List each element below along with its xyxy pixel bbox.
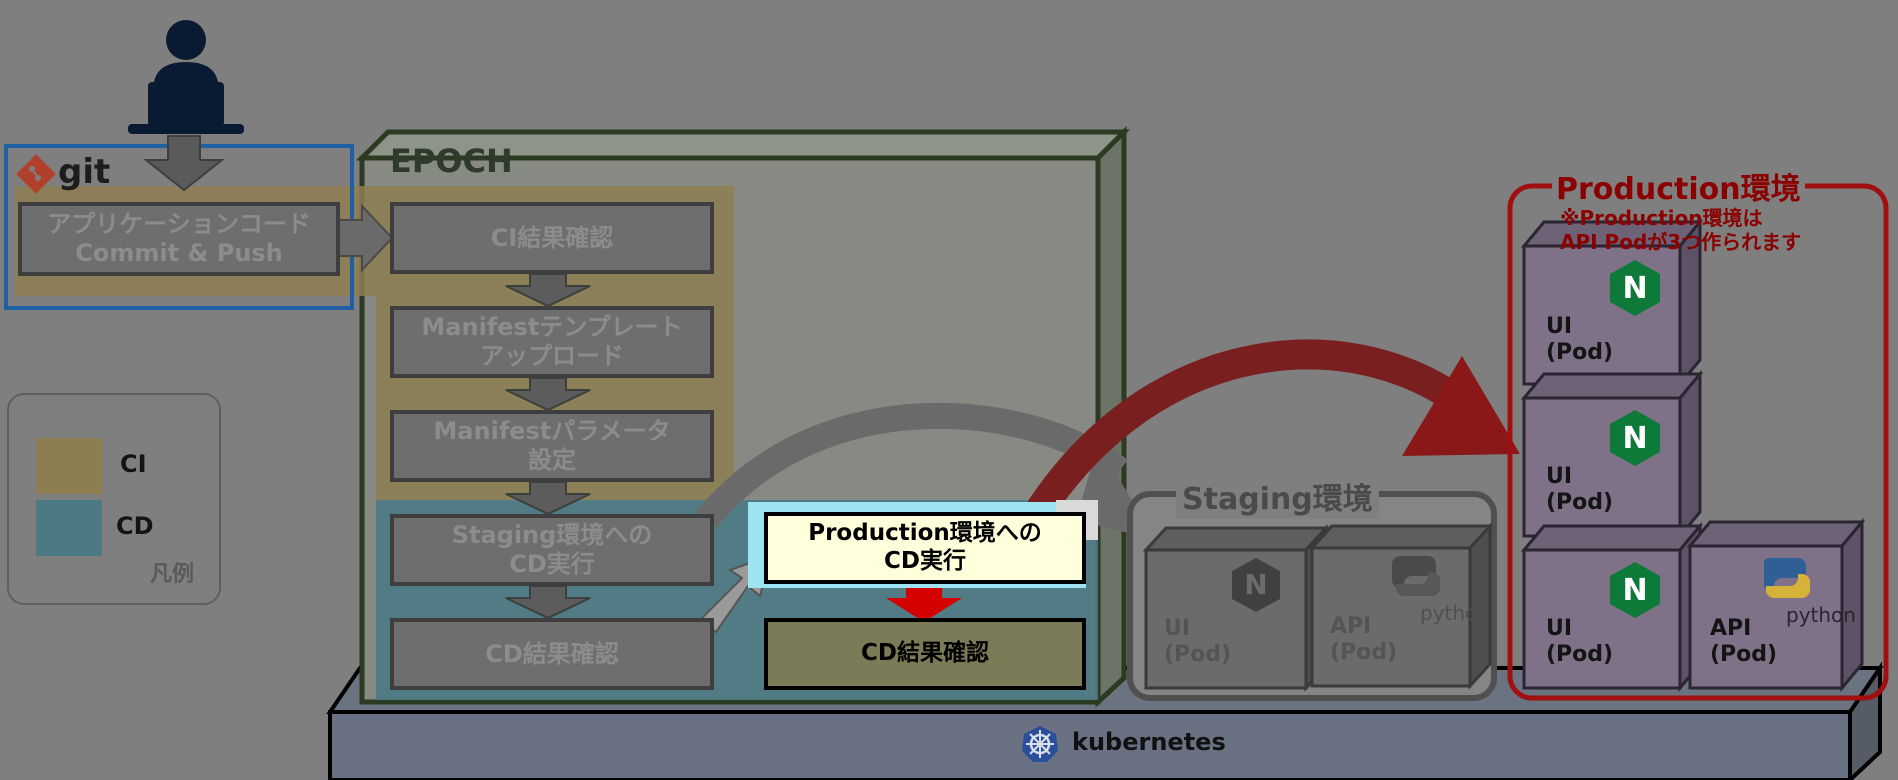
cd-result-arrow <box>886 584 962 622</box>
production-api-python-icon: python <box>1762 554 1860 628</box>
legend-cd-swatch <box>36 500 102 556</box>
epoch-title: EPOCH <box>390 142 513 180</box>
git-logo-text: git <box>58 152 111 192</box>
production-note: ※Production環境は API Podが3つ作られます <box>1560 206 1802 254</box>
epoch-step-manifest-upload: Manifestテンプレート アップロード <box>390 306 714 378</box>
staging-api-icon-text: python <box>1420 601 1484 625</box>
production-title: Production環境 <box>1552 164 1805 208</box>
production-cd-step: Production環境への CD実行 <box>764 512 1086 584</box>
commit-arrow <box>143 135 225 192</box>
kubernetes-helm-icon <box>1020 724 1060 764</box>
epoch-step-cd-result: CD結果確認 <box>390 618 714 690</box>
production-ui-1-pod-label: UI (Pod) <box>1546 314 1614 366</box>
epoch-step-staging-cd: Staging環境への CD実行 <box>390 514 714 586</box>
legend-caption: 凡例 <box>150 562 195 587</box>
to-production-curve <box>1027 339 1480 519</box>
legend-ci-swatch <box>36 438 102 494</box>
legend-cd-label: CD <box>116 512 154 540</box>
production-cd-result-step: CD結果確認 <box>764 618 1086 690</box>
production-api-icon-text: python <box>1786 603 1856 627</box>
staging-ui-nginx-icon: N <box>1230 556 1282 614</box>
production-ui-3-nginx-icon: N <box>1608 560 1662 620</box>
git-logo-icon <box>16 154 56 194</box>
staging-api-pod-label: API (Pod) <box>1330 614 1398 666</box>
production-ui-2-pod-label: UI (Pod) <box>1546 464 1614 516</box>
staging-ui-pod-label: UI (Pod) <box>1164 616 1232 668</box>
production-api-pod-label: API (Pod) <box>1710 616 1778 668</box>
legend-box <box>7 393 221 605</box>
epoch-step-manifest-params: Manifestパラメータ 設定 <box>390 410 714 482</box>
staging-title: Staging環境 <box>1176 474 1379 518</box>
production-ui-1-icon-text: N <box>1622 271 1647 306</box>
to-production-arrowhead <box>1402 356 1520 456</box>
staging-pod-cubes <box>1142 522 1494 692</box>
staging-api-python-icon: python <box>1384 552 1490 626</box>
production-ui-3-pod-label: UI (Pod) <box>1546 616 1614 668</box>
kubernetes-label: kubernetes <box>1072 728 1226 756</box>
legend-ci-label: CI <box>120 450 147 478</box>
staging-ui-icon-text: N <box>1244 568 1267 601</box>
epoch-step-arrows <box>505 273 591 620</box>
production-ui-3-icon-text: N <box>1622 573 1647 608</box>
git-to-epoch-arrow <box>337 203 394 273</box>
user-laptop-icon <box>124 10 248 136</box>
epoch-step-ci-result: CI結果確認 <box>390 202 714 274</box>
commit-push-step: アプリケーションコード Commit & Push <box>18 202 340 276</box>
production-ui-1-nginx-icon: N <box>1608 258 1662 318</box>
production-ui-2-icon-text: N <box>1622 421 1647 456</box>
production-ui-2-nginx-icon: N <box>1608 408 1662 468</box>
